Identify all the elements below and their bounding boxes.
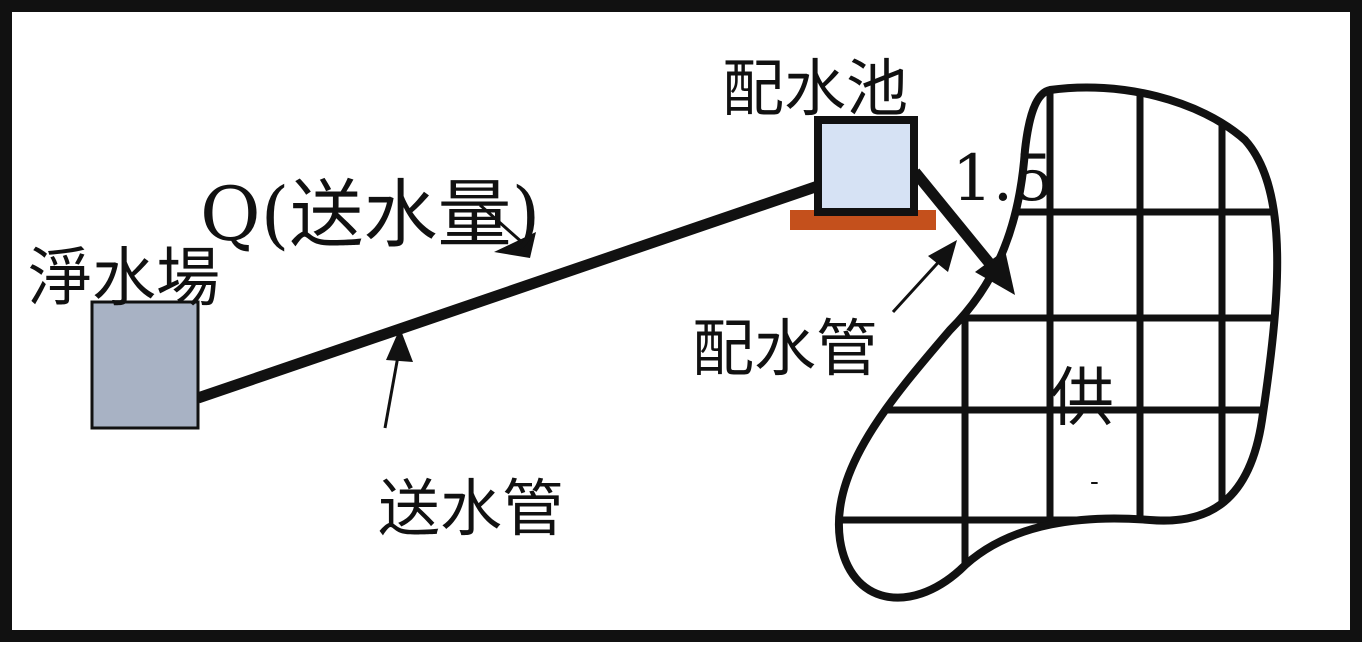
conveyance-pipe-label: 送水管 xyxy=(378,472,564,545)
distribution-pipe-line xyxy=(910,168,1000,274)
distribution-pipe-leader xyxy=(891,253,947,314)
reservoir-box xyxy=(814,116,918,216)
distribution-pipe-arrow xyxy=(975,250,1015,295)
supply-area-mark: - xyxy=(1090,467,1099,497)
conveyance-pipe-line xyxy=(196,180,820,404)
reservoir-label: 配水池 xyxy=(722,52,908,125)
flow-arrow-stem xyxy=(479,203,525,246)
distribution-pipe-leader-head xyxy=(928,240,957,272)
plant-label: 淨水場 xyxy=(28,242,220,316)
factor-label: 1.5 xyxy=(952,142,1054,216)
supply-area-label: 供 xyxy=(1050,362,1114,436)
plant-box xyxy=(90,300,200,430)
flow-label: Q(送水量) xyxy=(200,172,540,258)
distribution-pipe-label: 配水管 xyxy=(692,312,878,385)
flow-arrow xyxy=(494,232,536,258)
conveyance-pipe-leader-head xyxy=(386,328,413,362)
